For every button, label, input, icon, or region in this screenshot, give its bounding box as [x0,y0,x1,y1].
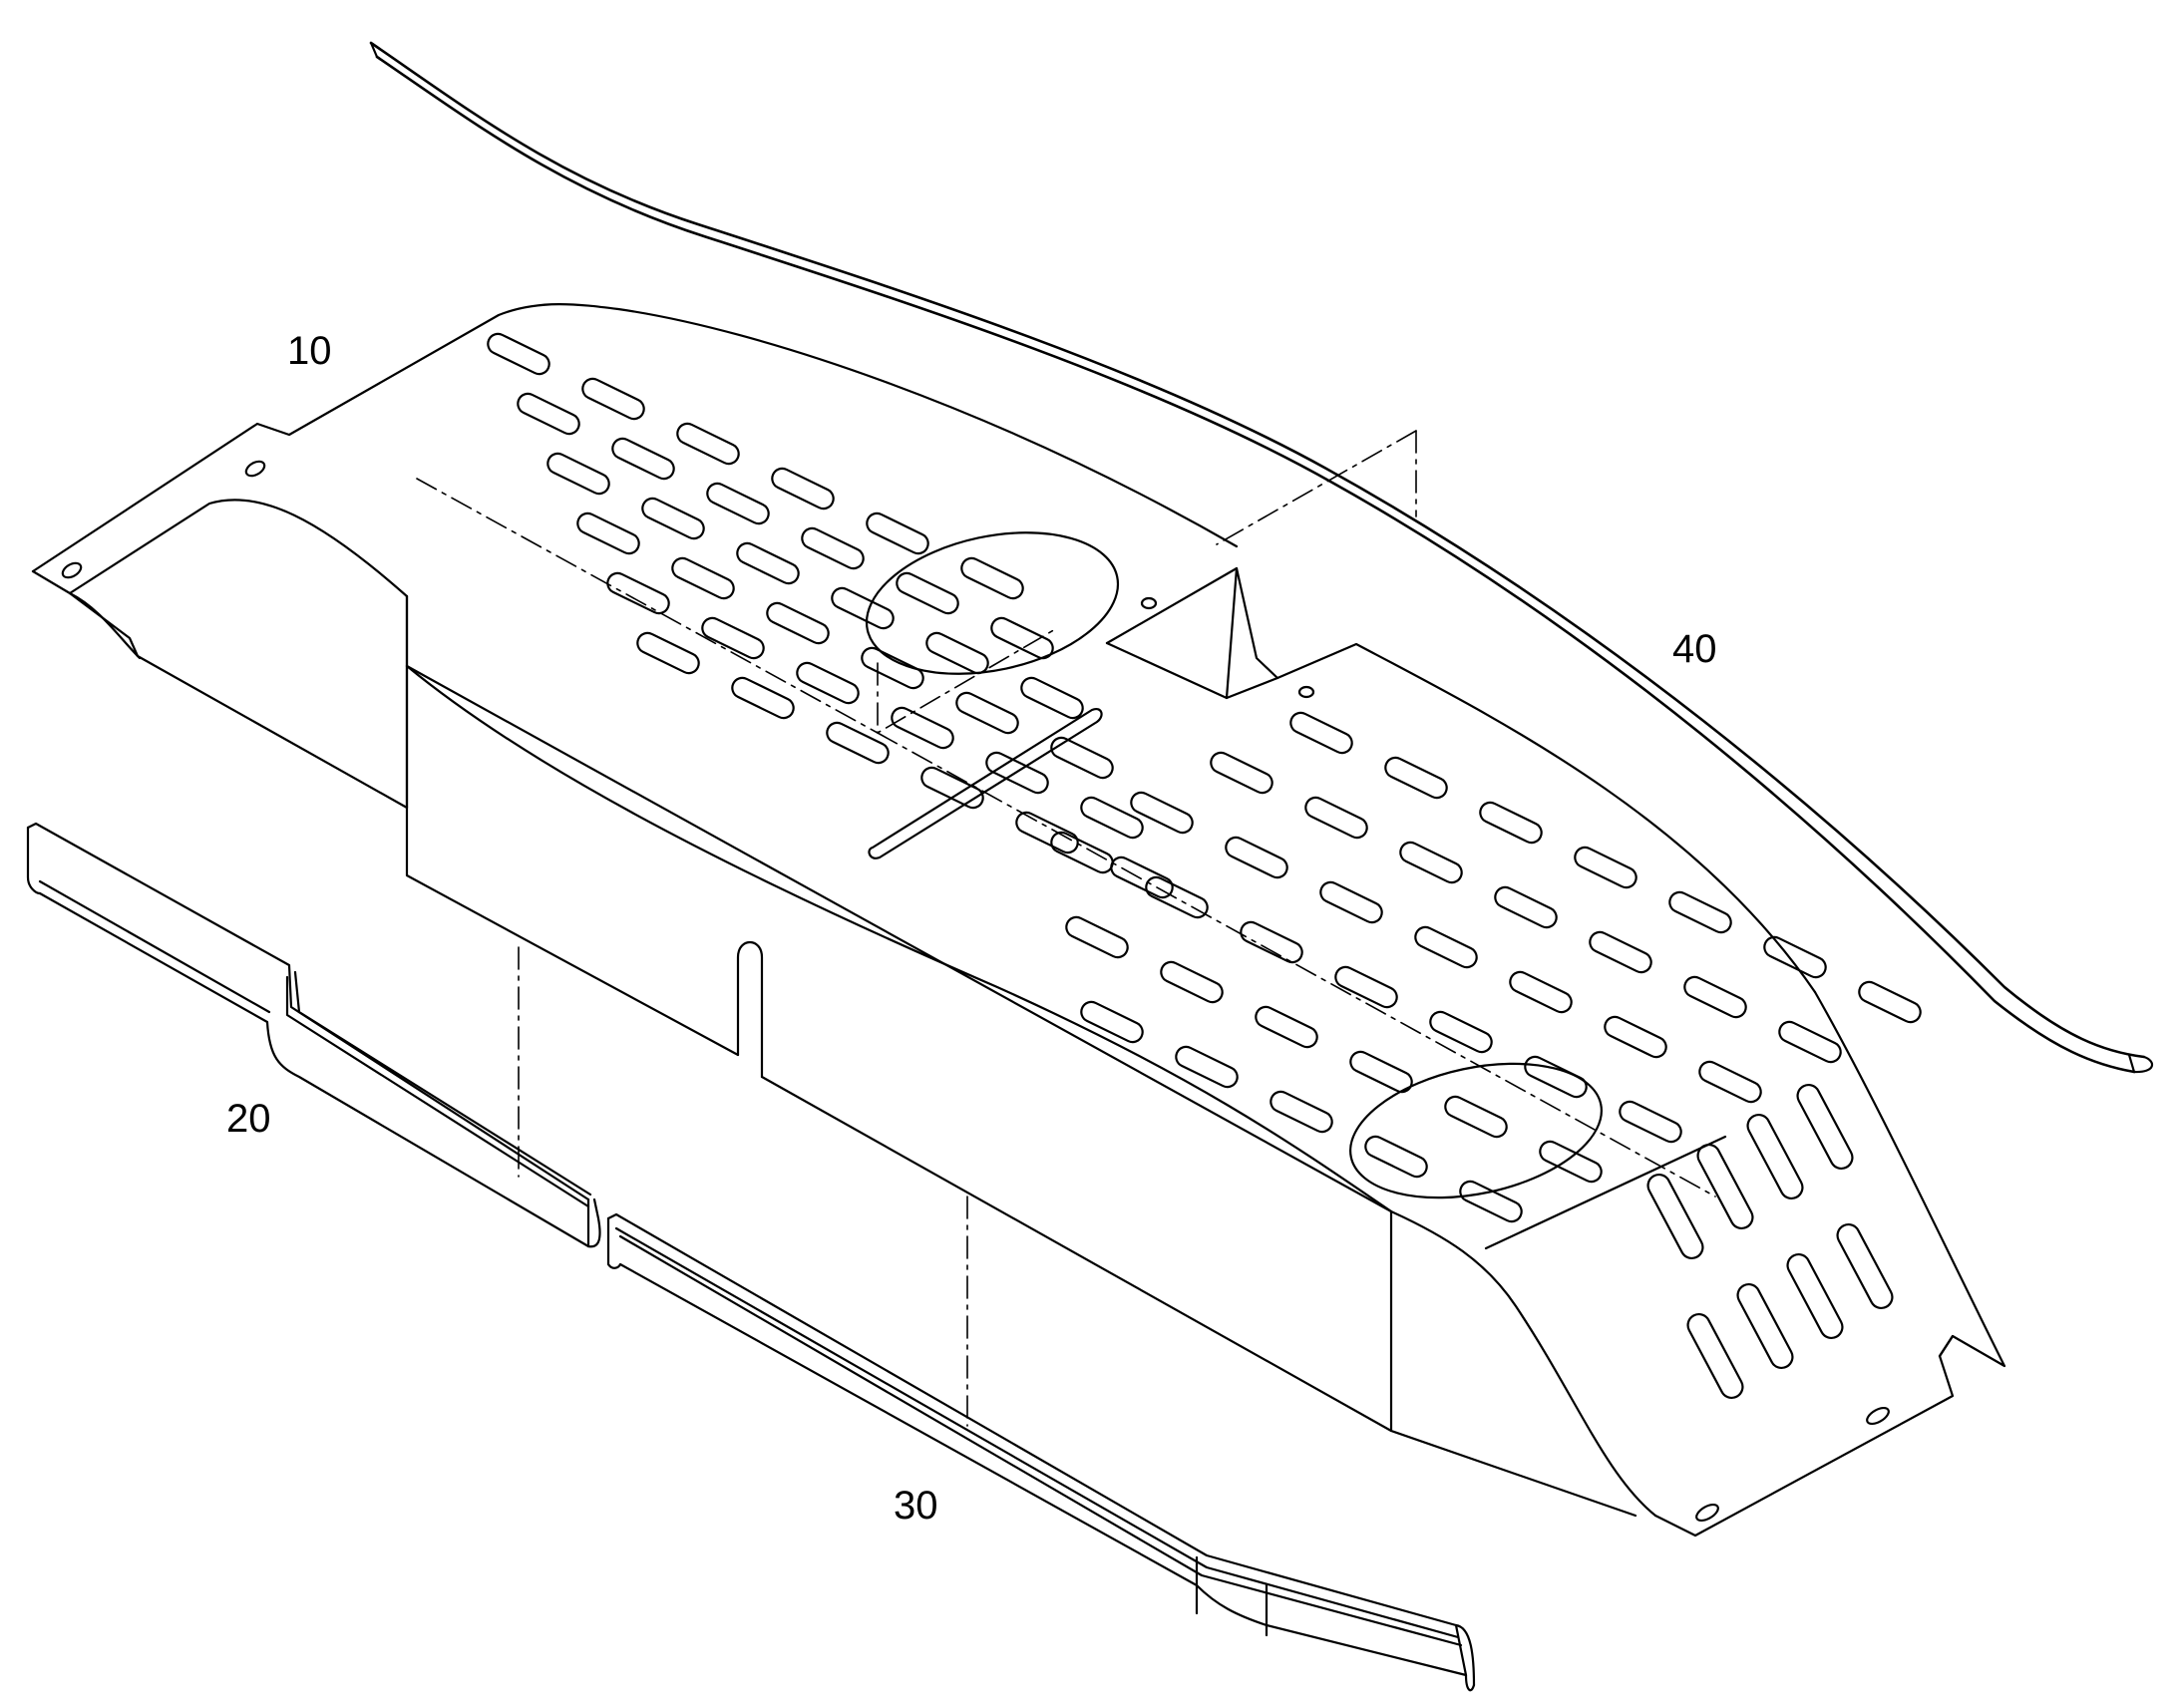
vent-slot [1539,1140,1603,1184]
vent-slot [517,392,580,436]
vent-slot [1130,791,1194,835]
vent-slot [1746,1113,1804,1200]
vent-slot [487,332,550,376]
vent-slot [1686,1312,1744,1400]
vent-slot [1065,915,1129,959]
trim-strip-40 [369,41,2154,1074]
vent-slots-right [1050,711,1922,1223]
vent-slot [1509,970,1573,1014]
vent-slot [1015,811,1079,854]
vent-slot [576,512,640,555]
vent-slot [581,377,645,421]
vent-slot [1858,980,1922,1024]
callout-30: 30 [894,1484,938,1528]
vent-slot [1763,935,1827,979]
vent-slot [1444,1095,1508,1139]
vent-slot [1050,831,1114,874]
vent-slot [766,601,830,645]
vent-slot [960,556,1024,600]
vent-slot [896,571,959,615]
vent-slot [1020,676,1084,720]
vent-slot [1736,1282,1794,1370]
center-lines [416,430,1716,1427]
vent-slot [796,661,860,705]
vent-slots-left [487,332,1174,899]
vent-slot [636,631,700,675]
edge-strip-30 [606,1212,1476,1692]
vent-slot [826,721,890,765]
vent-slot [1698,1060,1762,1104]
vent-slot [1574,846,1637,889]
vent-slot [1225,836,1288,879]
vent-slot [1786,1252,1844,1340]
vent-slot [1399,841,1463,884]
vent-slot [1160,960,1224,1004]
vent-slot [1604,1015,1667,1059]
callout-10: 10 [287,329,332,373]
vent-slot [546,452,610,496]
vent-slot [1589,930,1652,974]
vent-slot [1778,1020,1842,1064]
vent-slots-end [1646,1083,1894,1400]
vent-slot [1240,920,1303,964]
vent-slot [801,526,865,570]
vent-slot [1304,796,1368,840]
vent-slot [671,556,735,600]
vent-slot [736,541,800,585]
vent-slot [1524,1055,1588,1099]
vent-slot [866,512,929,555]
vent-slot [1668,890,1732,934]
vent-slot [1429,1010,1493,1054]
vent-slot [925,631,989,675]
callout-40: 40 [1672,627,1717,671]
vent-slot [1796,1083,1854,1171]
vent-slot [1050,736,1114,780]
vent-slot [1210,751,1273,795]
vent-slot [1145,875,1209,919]
vent-slot [706,482,770,525]
callout-20: 20 [226,1097,271,1141]
vent-slot [1619,1100,1682,1144]
vent-slot [771,467,835,511]
vent-slot [831,586,895,630]
vent-slot [1319,880,1383,924]
vent-slot [1364,1135,1428,1179]
vent-slot [1110,855,1174,899]
vent-slot [1414,925,1478,969]
vent-slot [1459,1180,1523,1223]
vent-slot [1175,1045,1239,1089]
vent-slot [1646,1173,1704,1260]
vent-slot [641,497,705,540]
vent-slot [1349,1050,1413,1094]
vent-slot [1384,756,1448,800]
vent-slot [1494,885,1558,929]
vent-slot [955,691,1019,735]
vent-slot [891,706,954,750]
vent-slot [861,646,924,690]
vent-slot [1683,975,1747,1019]
vent-slot [1080,1000,1144,1044]
vent-slot [990,616,1054,660]
cover-10 [31,303,2006,1537]
vent-slot [985,751,1049,795]
vent-slot [731,676,795,720]
vent-slot [1255,1005,1318,1049]
vent-slot [611,437,675,481]
vent-slot [1270,1090,1333,1134]
vent-slot [1836,1222,1894,1310]
vent-slot [1080,796,1144,840]
vent-slot [1289,711,1353,755]
vent-slot [1696,1143,1754,1230]
vent-slot [676,422,740,466]
vent-slot [701,616,765,660]
edge-strip-20 [26,822,601,1248]
vent-slot [920,766,984,810]
vent-slot [1479,801,1543,845]
vent-slot [606,571,670,615]
vent-slot [1334,965,1398,1009]
